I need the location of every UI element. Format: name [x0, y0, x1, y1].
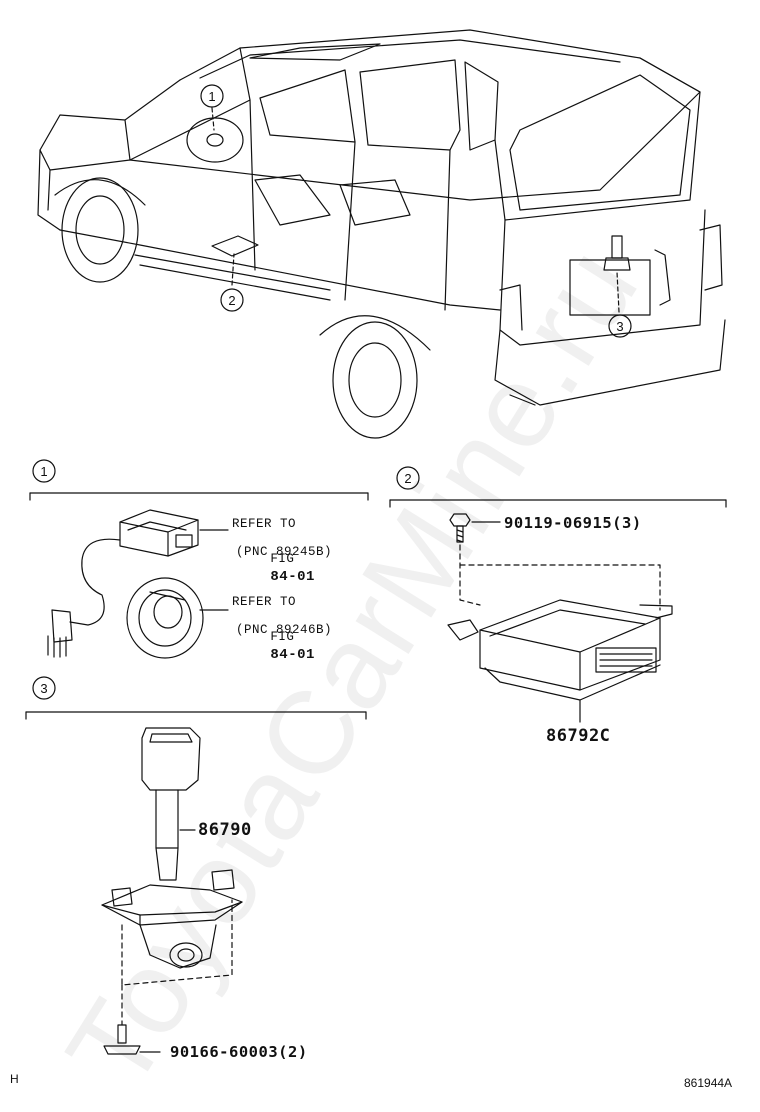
ref-b-line3: (PNC 89246B): [236, 623, 333, 637]
screw-part-number[interactable]: 90166-60003(2): [170, 1043, 308, 1061]
ref-a-line1: REFER TO: [232, 517, 297, 531]
figure-code: 861944A: [684, 1076, 733, 1090]
section-2-marker: [396, 466, 420, 490]
ref-b-line1: REFER TO: [232, 595, 297, 609]
ref-b-line2: FIG 84-01: [232, 609, 315, 681]
footer-mark: H: [10, 1072, 19, 1086]
section-2-label: 2: [404, 471, 411, 486]
screw-illustration: [103, 1024, 141, 1055]
bolt-illustration: [449, 513, 471, 543]
airbag-sensor-illustration: [47, 509, 199, 658]
callout-circle-3: [608, 314, 632, 338]
vehicle-illustration: [37, 29, 726, 439]
callout-1-label: 1: [208, 89, 215, 104]
ref-b-fig: FIG: [270, 630, 295, 644]
clock-spring-illustration: [126, 577, 204, 659]
ref-a-fig-number[interactable]: 84-01: [270, 569, 315, 585]
ref-b-fig-number[interactable]: 84-01: [270, 647, 315, 663]
ecu-part-number[interactable]: 86792C: [546, 726, 611, 746]
callout-3-label: 3: [616, 319, 623, 334]
ref-a-line2: FIG 84-01: [232, 531, 315, 603]
callout-circle-1: [200, 84, 224, 108]
callout-2-label: 2: [228, 293, 235, 308]
section-3-marker: [32, 676, 56, 700]
bolt-part-number[interactable]: 90119-06915(3): [504, 514, 642, 532]
ref-a-fig: FIG: [270, 552, 295, 566]
camera-illustration: [101, 727, 243, 969]
section-3-label: 3: [40, 681, 47, 696]
callout-circle-2: [220, 288, 244, 312]
section-1-label: 1: [40, 464, 47, 479]
camera-part-number[interactable]: 86790: [198, 820, 252, 840]
section-1-marker: [32, 459, 56, 483]
ecu-illustration: [447, 599, 673, 701]
ref-a-line3: (PNC 89245B): [236, 545, 333, 559]
